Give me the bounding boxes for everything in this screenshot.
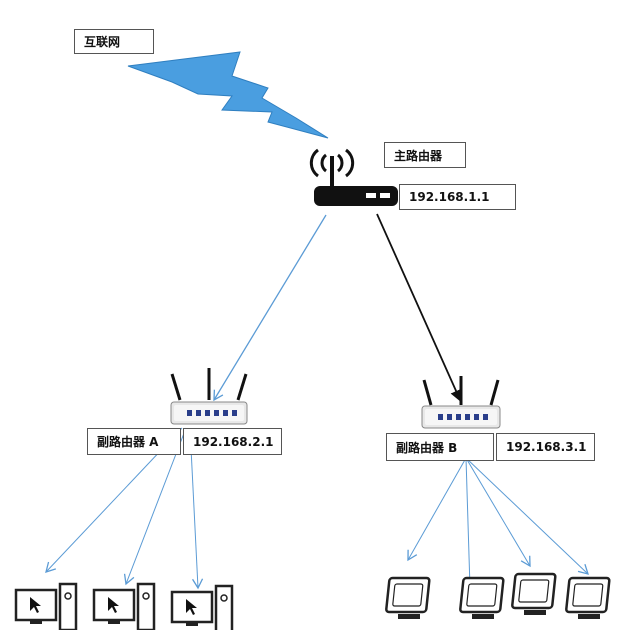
monitor-icon (511, 572, 557, 615)
wifi-router-icon (309, 148, 398, 206)
desktop-pc-icon (170, 584, 234, 630)
link-b-to-m1 (407, 457, 467, 562)
main-router-ip: 192.168.1.1 (399, 184, 516, 210)
internet-label: 互联网 (74, 29, 154, 54)
desktop-pc-icon (92, 582, 156, 630)
desktop-pc-icon (14, 582, 78, 630)
link-b-to-m2 (464, 457, 476, 590)
lightning-bolt-icon (127, 51, 329, 139)
sub-router-b-label: 副路由器 B (386, 433, 494, 461)
link-b-to-m4 (465, 457, 589, 575)
sub-router-a-label: 副路由器 A (87, 428, 181, 455)
link-main-to-a (213, 214, 327, 402)
monitor-icon (565, 576, 611, 619)
sub-router-b-ip: 192.168.3.1 (496, 433, 595, 461)
link-main-to-b (376, 213, 462, 403)
sub-router-a-ip: 192.168.2.1 (183, 428, 282, 455)
monitor-icon (385, 576, 431, 619)
sub-router-a-icon (170, 368, 248, 425)
monitor-icon (459, 576, 505, 619)
main-router-label: 主路由器 (384, 142, 466, 168)
link-b-to-m3 (465, 457, 531, 568)
